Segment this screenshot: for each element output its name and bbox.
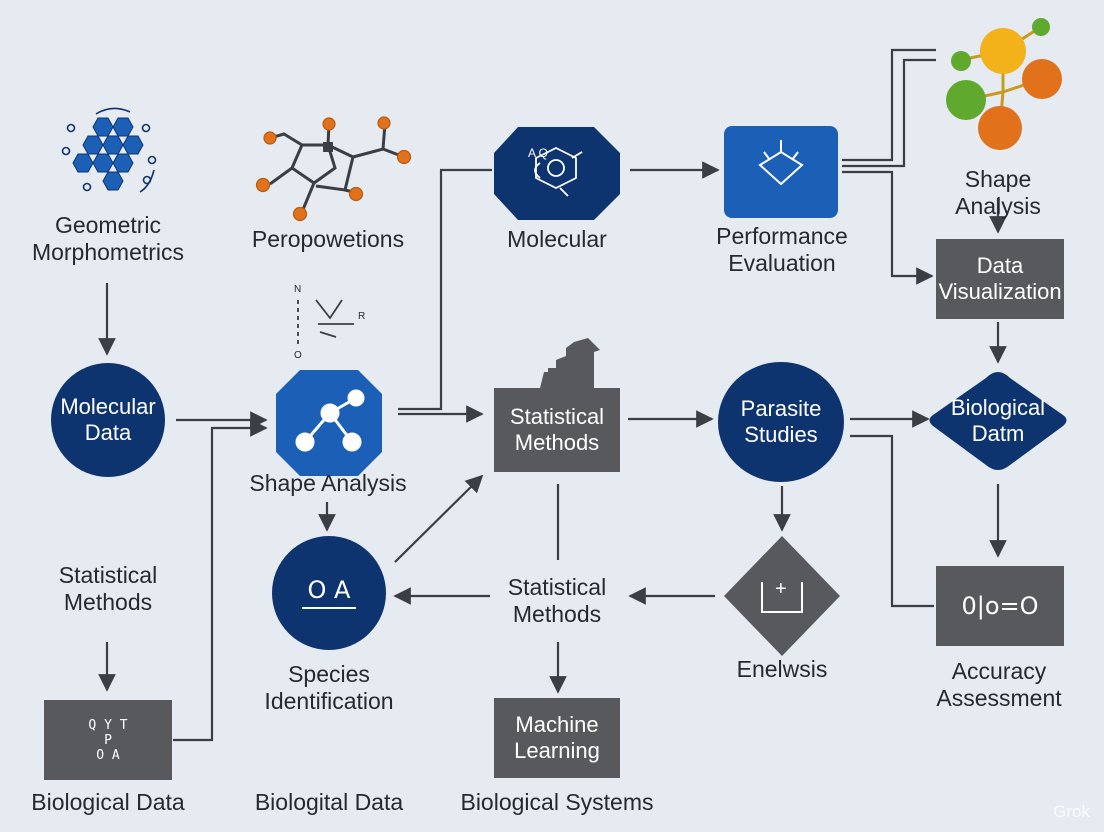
biological-data-box[interactable]: Q Y T P O A	[44, 700, 172, 780]
label-shape-analysis-mid: Shape Analysis	[249, 470, 407, 496]
struct-label-r: R	[358, 311, 365, 322]
parasite-studies-text: Parasite Studies	[740, 396, 822, 447]
label-accuracy-assessment: Accuracy Assessment	[936, 658, 1062, 711]
factory-icon	[540, 338, 600, 388]
parasite-studies-node[interactable]: Parasite Studies	[718, 362, 844, 482]
network-icon	[946, 18, 1062, 150]
performance-square	[724, 126, 838, 218]
connector-bio-to-shape	[173, 419, 268, 742]
struct-label-o: O	[294, 350, 302, 361]
label-statistical-methods-center: Statistical Methods	[507, 574, 607, 627]
arrow-performance-to-viz	[842, 170, 934, 285]
label-molecular-top: Molecular	[507, 226, 607, 252]
connector-shape-to-molecular	[398, 168, 492, 411]
biological-datm-node[interactable]: Biological Datm	[926, 372, 1070, 470]
molecular-data-node[interactable]: Molecular Data	[51, 363, 165, 477]
label-species-identification: Species Identification	[264, 661, 394, 714]
statistical-methods-box-text: Statistical Methods	[509, 404, 605, 455]
biological-datm-text: Biological Datm	[950, 395, 1046, 446]
enelwsis-diamond	[724, 536, 840, 656]
label-enelwsis: Enelwsis	[736, 656, 828, 682]
machine-learning-text: Machine Learning	[514, 712, 600, 763]
hexagon-cluster-icon	[61, 107, 157, 193]
statistical-methods-box[interactable]: Statistical Methods	[494, 388, 620, 472]
data-visualization-text: Data Visualization	[938, 253, 1062, 304]
label-biological-data-left: Biological Data	[31, 789, 185, 815]
label-shape-analysis-top: Shape Analysis	[955, 166, 1041, 219]
accuracy-icon: 0|o=O	[961, 592, 1039, 620]
biological-datm-diamond	[929, 372, 1067, 470]
molecular-hex-text: A Q	[528, 146, 549, 160]
struct-label-n: N	[294, 284, 301, 295]
label-biological-systems: Biological Systems	[460, 789, 654, 815]
diamond-plus-icon: +	[775, 578, 787, 600]
arrow-species-to-stat	[394, 474, 484, 563]
label-statistical-methods-left: Statistical Methods	[58, 562, 158, 615]
connector-performance-to-network-2	[842, 58, 936, 168]
grok-watermark: Grok	[1053, 802, 1090, 821]
shape-analysis-octagon	[276, 370, 382, 476]
label-peropowetions: Peropowetions	[251, 226, 405, 252]
label-geometric-morphometrics: Geometric Morphometrics	[31, 212, 185, 265]
molecular-octagon	[494, 127, 620, 220]
label-biological-data-mid: Biologital Data	[254, 789, 404, 815]
machine-learning-box[interactable]: Machine Learning	[494, 698, 620, 778]
data-visualization-box[interactable]: Data Visualization	[936, 239, 1064, 319]
connector-performance-to-network	[842, 48, 936, 162]
small-box-icon: Q Y T P O A	[88, 717, 128, 763]
label-performance-evaluation: Performance Evaluation	[716, 223, 848, 276]
connector-parasite-to-accuracy	[850, 434, 934, 608]
species-identification-node[interactable]: O A	[272, 536, 386, 650]
molecular-data-text: Molecular Data	[60, 394, 156, 445]
molecule-structure-icon	[255, 116, 412, 222]
reaction-scheme-icon	[297, 299, 354, 345]
species-icon: O A	[301, 577, 357, 609]
accuracy-assessment-box[interactable]: 0|o=O	[936, 566, 1064, 646]
